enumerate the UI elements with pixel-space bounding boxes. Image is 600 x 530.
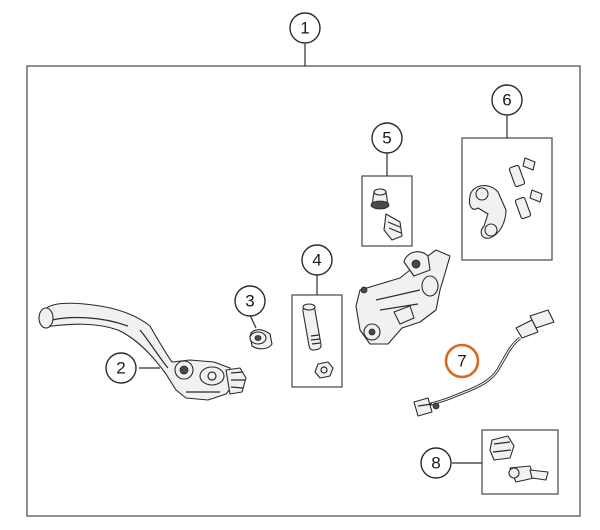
callout-ring — [301, 244, 333, 276]
callout-number: 7 — [457, 352, 466, 371]
callout-ring — [491, 84, 523, 116]
callout-number: 4 — [312, 251, 321, 270]
callout-4: 4 — [301, 244, 333, 276]
callout-3: 3 — [234, 285, 266, 317]
callout-1: 1 — [289, 12, 321, 44]
callout-ring — [371, 122, 403, 154]
pin-and-nut-drawing — [302, 303, 334, 379]
callout-number: 8 — [431, 454, 440, 473]
callout-number: 2 — [116, 359, 125, 378]
callout-8: 8 — [420, 447, 452, 479]
clamp-and-bolts-drawing — [468, 157, 543, 239]
callout-number: 6 — [502, 91, 511, 110]
brake-switch-cable-drawing — [413, 309, 555, 417]
callout-number: 3 — [245, 292, 254, 311]
callout-7: 7 — [444, 343, 480, 379]
master-cylinder-drawing — [355, 249, 451, 345]
callout-2: 2 — [105, 352, 137, 384]
bleed-valve-drawing — [370, 188, 403, 241]
callout-number: 1 — [300, 19, 309, 38]
callout-ring — [234, 285, 266, 317]
callout-ring-highlighted — [444, 343, 480, 379]
sleeve-and-fitting-drawing — [489, 435, 549, 483]
brake-lever-drawing — [38, 302, 247, 401]
callout-ring — [289, 12, 321, 44]
washer-drawing — [249, 329, 273, 350]
leader-line-3 — [249, 314, 257, 329]
frame-part-5 — [361, 175, 413, 247]
callout-ring — [420, 447, 452, 479]
callout-number: 5 — [382, 129, 391, 148]
callout-ring — [105, 352, 137, 384]
frame-part-8 — [481, 429, 559, 495]
callout-6: 6 — [491, 84, 523, 116]
assembly-frame — [26, 65, 581, 517]
callout-5: 5 — [371, 122, 403, 154]
